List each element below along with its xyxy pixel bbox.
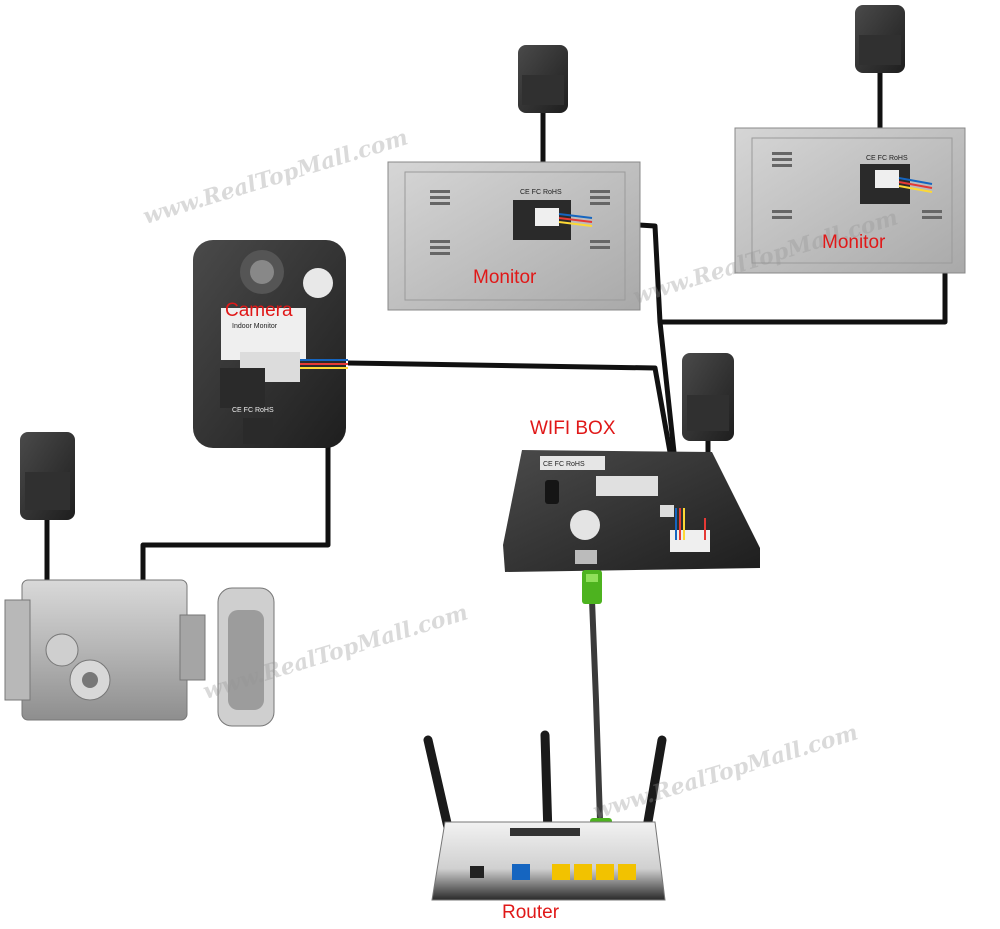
cable-camera-to-lock <box>140 410 331 600</box>
monitor-left-label: Monitor <box>473 267 537 288</box>
monitor-right-label: Monitor <box>822 232 886 253</box>
wifi-box-label: WIFI BOX <box>530 418 616 439</box>
camera-label: Camera <box>225 300 293 321</box>
camera-cert-text: CE FC RoHS <box>232 407 274 414</box>
monitor-right-cert-text: CE FC RoHS <box>866 155 908 162</box>
monitor-right: CE FC RoHS <box>734 127 966 274</box>
monitor-left: CE FC RoHS <box>387 161 641 311</box>
power-adapter-lock <box>20 432 75 520</box>
router-label: Router <box>502 902 560 923</box>
wifi-box: CE FC RoHS <box>503 450 760 572</box>
power-adapter-monitor-left <box>518 45 568 113</box>
power-adapter-monitor-right <box>855 5 905 73</box>
electric-lock <box>4 579 275 727</box>
power-adapter-wifi-box <box>682 353 734 441</box>
camera-unit: Indoor Monitor CE FC RoHS <box>193 240 348 448</box>
ethernet-cable <box>589 599 603 821</box>
wifi-box-cert-text: CE FC RoHS <box>543 461 585 468</box>
router <box>423 730 667 901</box>
ethernet-plug-top <box>582 570 602 604</box>
camera-indoor-monitor-text: Indoor Monitor <box>232 323 278 330</box>
monitor-left-cert-text: CE FC RoHS <box>520 189 562 196</box>
